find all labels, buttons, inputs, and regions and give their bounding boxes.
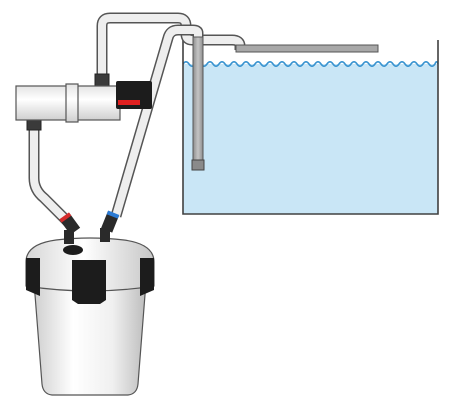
sterilizer-switch-icon [118,100,140,105]
canister-handle [72,260,106,304]
canister-inlet-stub [100,228,110,242]
canister-body [33,281,147,396]
sterilizer-collar [65,83,79,123]
intake-valve [101,210,120,233]
intake-strainer [191,159,205,171]
intake-hose [110,24,204,218]
aquarium-tank [182,40,439,215]
tank-water [183,64,438,214]
canister-lid-clip-left [26,258,40,296]
outflow-valve [59,212,81,235]
uv-sterilizer [15,73,152,131]
canister-lid-clip-right [140,258,154,296]
spray-bar [235,44,379,53]
tank-walls [182,40,439,215]
canister-outlet-stub [64,230,74,244]
outflow-hose [28,130,72,226]
canister-port-hole [63,245,83,255]
canister-filter [25,228,155,396]
water-surface-line [182,61,439,67]
sterilizer-top-port [94,73,110,87]
intake-tube [192,36,204,168]
